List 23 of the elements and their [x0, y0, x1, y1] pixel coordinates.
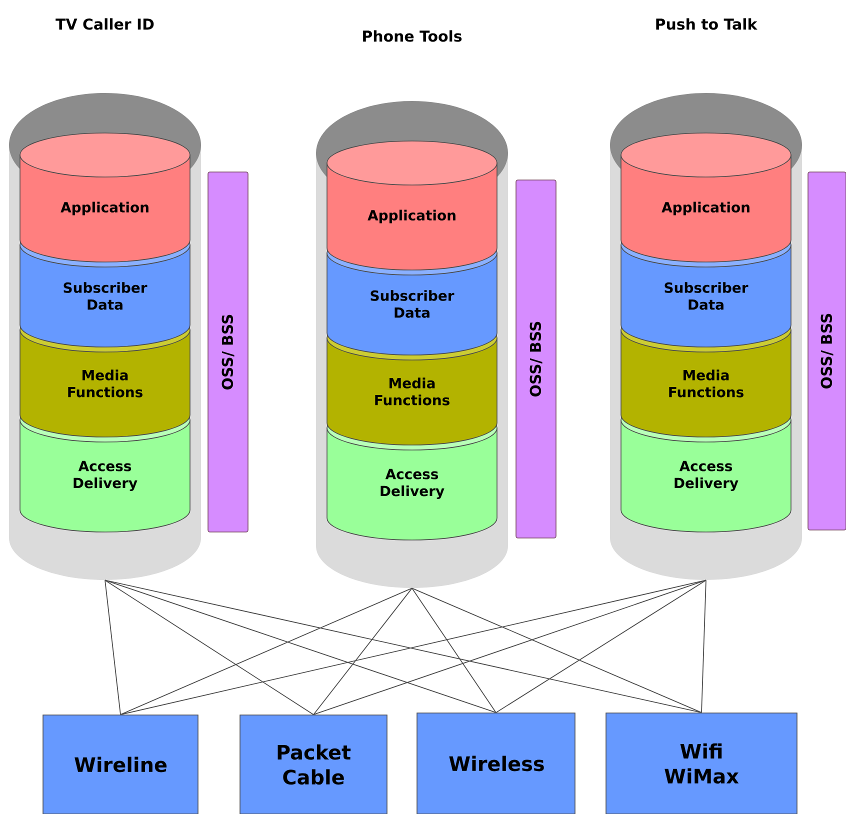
connector-line	[412, 588, 702, 714]
network-box: Wifi WiMax	[606, 712, 798, 814]
connector-line	[496, 580, 706, 714]
oss-bss-bar: OSS/ BSS	[808, 172, 846, 530]
connector-line	[120, 588, 412, 716]
connector-line	[313, 580, 706, 716]
cylinder: Application	[326, 140, 498, 270]
network-box: Packet Cable	[240, 714, 388, 814]
connector-line	[313, 588, 412, 716]
node-label: TV Caller ID	[56, 18, 154, 30]
node-label: Phone Tools	[363, 30, 462, 42]
cylinder: Application	[20, 132, 190, 262]
network-box: Wireline	[42, 714, 198, 814]
connector-line	[104, 580, 496, 714]
connector-line	[104, 580, 314, 716]
network-box: Wireless	[416, 712, 576, 814]
cylinder: Application	[620, 132, 792, 262]
oss-bss-bar: OSS/ BSS	[208, 172, 248, 532]
node-label: Push to Talk	[656, 18, 758, 30]
connector-line	[104, 580, 121, 716]
connector-line	[412, 588, 496, 714]
oss-bss-bar: OSS/ BSS	[516, 180, 556, 538]
connector-line	[701, 580, 706, 714]
